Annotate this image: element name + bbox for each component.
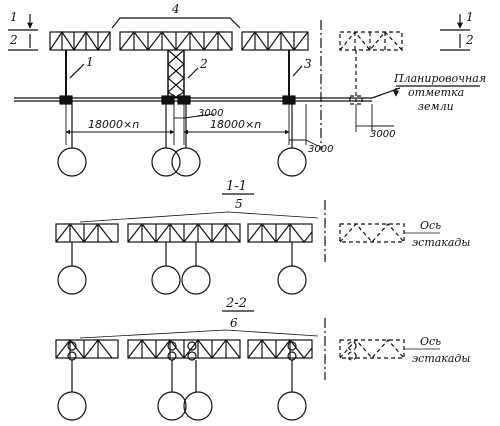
level-1-left: 1 [10, 10, 18, 24]
callout-6: 6 [230, 316, 238, 330]
ground-line [14, 85, 480, 102]
s2-pipe-1 [57, 391, 87, 421]
s2-pipe-4 [277, 391, 307, 421]
callout-2: 2 [199, 57, 208, 71]
axis-1-label-b: эстакады [412, 236, 470, 249]
elevation-view: 1 2 1 2 [8, 2, 486, 177]
truss-3 [241, 30, 309, 52]
column-2-braced [161, 49, 191, 105]
truss-2 [119, 31, 233, 51]
callout-4: 4 [171, 2, 180, 16]
pipe-2 [151, 147, 181, 177]
section2-truss-c [247, 339, 313, 359]
grade-line-1: Планировочная [393, 72, 486, 85]
s2-pipe-2 [157, 391, 187, 421]
section-2-2: 2-2 6 [55, 296, 470, 421]
section1-truss-a [55, 223, 119, 243]
section1-truss-future [339, 223, 405, 243]
span-right: 18000×n [210, 118, 261, 131]
callout-3: 3 [304, 57, 312, 71]
pipe-4 [277, 147, 307, 177]
section2-truss-b [127, 339, 241, 359]
s1-pipe-2 [151, 265, 181, 295]
level-2-left: 2 [9, 33, 18, 47]
column-3 [282, 50, 296, 105]
callout-4-leader: 4 [111, 2, 241, 29]
level-mark-right: 1 2 [440, 10, 474, 51]
dim-3000-a: 3000 [198, 108, 223, 119]
s1-pipe-3 [181, 265, 211, 295]
truss-1 [49, 30, 111, 52]
section1-truss-b [127, 223, 241, 243]
section2-truss-a [55, 339, 119, 359]
dim-3000-c: 3000 [370, 129, 395, 140]
callout-1: 1 [86, 55, 94, 69]
section-2-title: 2-2 [225, 296, 247, 311]
column-future [349, 50, 363, 105]
grade-line-3: земли [418, 100, 454, 113]
dimension-chain [65, 104, 394, 147]
section-1-title: 1-1 [226, 179, 247, 194]
grade-line-2: отметка [408, 86, 464, 99]
span-left: 18000×n [88, 118, 139, 131]
axis-2-label-a: Ось [420, 335, 441, 348]
s2-pipe-3 [183, 391, 213, 421]
section1-truss-c [247, 223, 313, 243]
axis-1-label-a: Ось [420, 219, 441, 232]
level-2-right: 2 [465, 33, 474, 47]
dim-3000-b: 3000 [308, 144, 333, 155]
section-1-1: 1-1 5 Ось эстакады [55, 179, 470, 295]
truss-future [339, 31, 403, 51]
level-1-right: 1 [466, 10, 474, 24]
s1-pipe-1 [57, 265, 87, 295]
axis-2-label-b: эстакады [412, 352, 470, 365]
pipe-1 [57, 147, 87, 177]
pipe-3 [171, 147, 201, 177]
level-mark-left: 1 2 [8, 10, 38, 51]
s1-pipe-4 [277, 265, 307, 295]
section2-truss-future [339, 339, 405, 361]
callout-5: 5 [235, 197, 243, 211]
